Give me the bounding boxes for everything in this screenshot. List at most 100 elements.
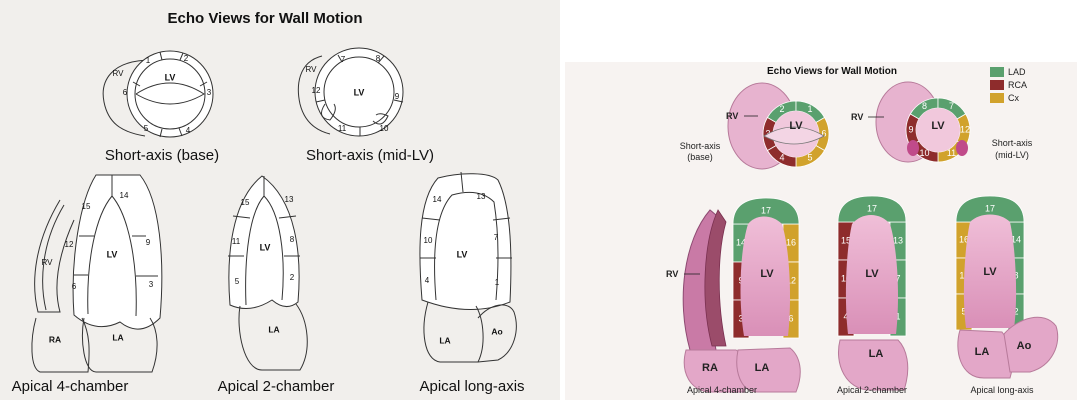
right-caption-a2c: Apical 2-chamber [837,385,907,395]
right-sax-mid-seg-7-label: 7 [949,101,954,111]
right-a2c-seg-13-label: 13 [893,235,903,245]
left-title: Echo Views for Wall Motion [167,10,362,27]
right-sax-base-seg-2-label: 2 [779,104,784,114]
left-a4c-rv-outline [35,200,74,312]
right-caption-a4c: Apical 4-chamber [687,385,757,395]
left-alax-view: 14 13 10 7 4 1 LV LA Ao [420,172,516,362]
left-a2c-la-label: LA [268,324,279,334]
left-a4c-ra [32,318,89,372]
left-sax-base-inner-wall [135,59,205,129]
left-caption-sax-base: Short-axis (base) [105,147,219,164]
right-sax-mid-seg-8-label: 8 [922,101,927,111]
left-a4c-seg-12: 12 [65,240,74,249]
left-a2c-seg-5: 5 [235,277,240,286]
right-color-diagram-panel: Echo Views for Wall Motion LAD RCA Cx 2 1… [565,62,1077,400]
left-a4c-seg-15: 15 [82,202,91,211]
left-a2c-la [239,304,307,370]
left-sax-mid-seg-10: 10 [380,124,389,133]
left-sax-mid-lv-label: LV [354,87,365,97]
right-a2c-lv-label: LV [865,268,879,280]
legend-label-lad: LAD [1008,67,1026,77]
left-line-diagram-panel: Echo Views for Wall Motion 1 2 3 4 5 6 [0,0,560,400]
left-a2c-seg-13: 13 [285,195,294,204]
legend-label-rca: RCA [1008,80,1027,90]
right-sax-mid-rv-label: RV [851,112,863,122]
left-alax-ao-label: Ao [491,326,502,336]
left-a4c-seg-3: 3 [149,280,154,289]
right-sax-mid-papillary-2 [956,140,968,156]
right-sax-mid-seg-12-label: 12 [960,124,970,134]
right-alax-seg-17-label: 17 [985,203,995,213]
left-a4c-seg-6: 6 [72,282,77,291]
left-sax-base-view: 1 2 3 4 5 6 RV LV [103,51,213,137]
left-caption-alax: Apical long-axis [419,378,524,395]
legend-swatch-lad [990,67,1004,77]
legend-label-cx: Cx [1008,93,1019,103]
right-sax-mid-view: 871211109 LV RV Short-axis (mid-LV) [851,82,1033,162]
left-sax-mid-seg-7: 7 [341,55,346,64]
right-caption-sax-mid-2: (mid-LV) [995,150,1029,160]
left-alax-lv-label: LV [457,249,468,259]
left-sax-base-seg-1: 1 [146,56,151,65]
right-caption-sax-base-1: Short-axis [680,141,721,151]
right-sax-mid-seg-9-label: 9 [908,124,913,134]
left-sax-base-lv-label: LV [165,72,176,82]
left-caption-sax-mid: Short-axis (mid-LV) [306,147,434,164]
left-a2c-seg-8: 8 [290,235,295,244]
left-alax-la [424,302,483,362]
left-sax-mid-seg-8: 8 [376,54,381,63]
left-diagram-svg: Echo Views for Wall Motion 1 2 3 4 5 6 [0,0,560,400]
left-a2c-seg-11: 11 [232,237,241,246]
left-a4c-seg-9: 9 [146,238,151,247]
left-sax-base-seg-4: 4 [186,126,191,135]
right-alax-la-label: LA [975,346,990,358]
left-sax-base-seg-5: 5 [144,124,149,133]
right-a4c-seg-16-label: 16 [786,237,796,247]
left-a4c-la-label: LA [112,332,123,342]
right-sax-base-rv-label: RV [726,111,738,121]
left-sax-base-seg-6: 6 [123,88,128,97]
left-alax-seg-10: 10 [424,236,433,245]
right-alax-ao-label: Ao [1017,340,1032,352]
left-a2c-seg-2: 2 [290,273,295,282]
right-sax-mid-lv-label: LV [931,120,945,132]
left-alax-la-label: LA [439,335,450,345]
left-a2c-seg-15: 15 [241,198,250,207]
left-a2c-lv-label: LV [260,242,271,252]
left-a2c-view: 15 13 11 8 5 2 LV LA [228,176,307,370]
left-sax-base-seg-3: 3 [207,88,212,97]
right-a2c-la-label: LA [869,348,884,360]
left-sax-base-seg-2: 2 [184,54,189,63]
right-a4c-ra-label: RA [702,362,718,374]
left-caption-a4c: Apical 4-chamber [12,378,129,395]
right-a4c-lv-label: LV [760,268,774,280]
left-sax-mid-seg-11: 11 [338,124,347,133]
left-sax-mid-seg-12: 12 [312,86,321,95]
right-alax-lv-label: LV [983,266,997,278]
right-a2c-seg-17-label: 17 [867,203,877,213]
left-sax-mid-rv-label: RV [306,65,318,74]
left-sax-mid-view: 7 8 9 10 11 12 RV LV [298,48,403,136]
left-a4c-rv-label: RV [42,258,54,267]
left-a4c-lv-outer [73,175,162,329]
right-caption-sax-mid-1: Short-axis [992,138,1033,148]
right-legend: LAD RCA Cx [990,67,1027,103]
right-a4c-la-label: LA [755,362,770,374]
left-a4c-ra-label: RA [49,334,61,344]
right-title: Echo Views for Wall Motion [767,66,897,77]
legend-swatch-cx [990,93,1004,103]
right-a4c-seg-17-label: 17 [761,205,771,215]
left-sax-base-rv-label: RV [113,69,125,78]
left-a4c-view: 15 14 12 9 6 3 RV LV RA LA [32,175,162,372]
right-caption-sax-base-2: (base) [687,152,713,162]
left-sax-mid-seg-9: 9 [395,92,400,101]
left-alax-seg-4: 4 [425,276,430,285]
right-sax-base-seg-1-label: 1 [807,104,812,114]
right-a4c-rv-label: RV [666,269,678,279]
legend-swatch-rca [990,80,1004,90]
right-sax-base-lv-label: LV [789,120,803,132]
left-alax-seg-13: 13 [477,192,486,201]
